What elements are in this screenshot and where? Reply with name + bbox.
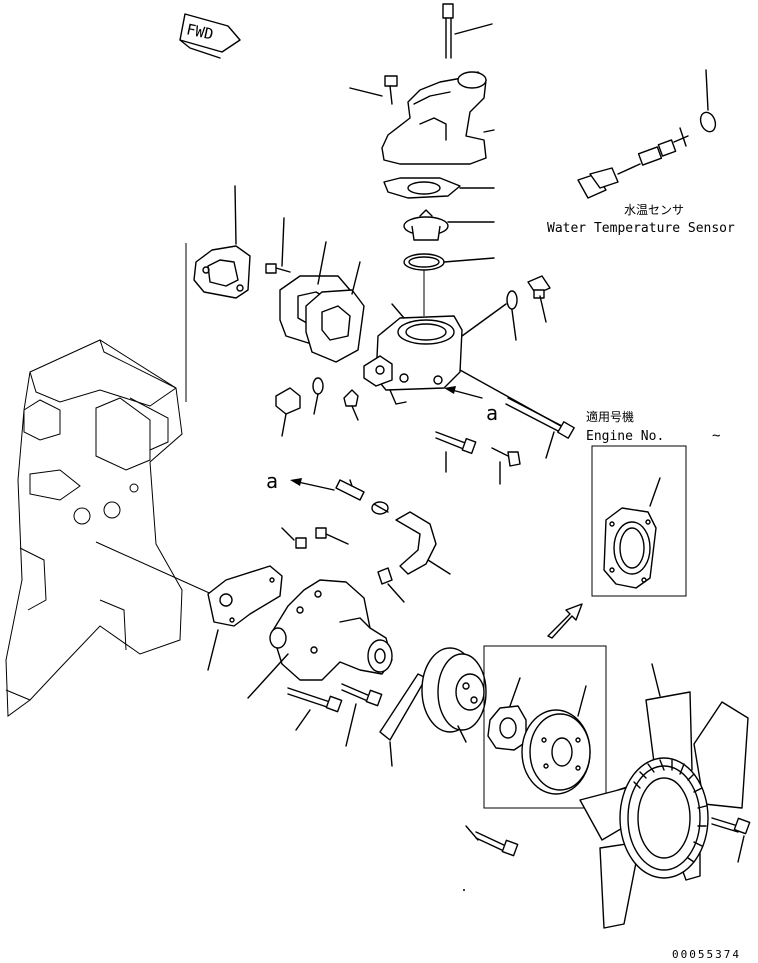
- top-bolt: [442, 3, 493, 59]
- pump-bolts: [287, 683, 383, 747]
- fan-bolt: [711, 817, 751, 863]
- outlet-gasket-left: [193, 185, 251, 299]
- fan-pulley-bolt: [463, 825, 519, 891]
- engine-no-range: ~: [712, 428, 720, 444]
- sensor-label-en: Water Temperature Sensor: [547, 221, 735, 236]
- engine-no-label-en: Engine No.: [586, 429, 664, 444]
- forward-arrow-icon: FWD: [179, 13, 241, 59]
- housing-long-bolt: [459, 369, 575, 459]
- pump-plugs: [281, 527, 349, 549]
- sensor-washer: [461, 290, 518, 341]
- hose-nipple: [343, 389, 359, 421]
- water-pump-gasket: [207, 565, 283, 671]
- water-temperature-sensor: 水温センサ Water Temperature Sensor: [547, 69, 735, 236]
- engine-block: [5, 243, 187, 717]
- plug-left: [275, 377, 324, 437]
- flange-bolt: [265, 217, 291, 274]
- reference-arrow-lower: a: [266, 469, 365, 501]
- thermostat-cover-elbow: [381, 71, 495, 165]
- water-pump: [247, 567, 405, 699]
- inset-pointer-arrow-icon: [547, 603, 583, 639]
- reference-mark-upper: a: [486, 401, 498, 425]
- reference-arrow-upper: a: [444, 386, 498, 425]
- water-outlet-gasket-pair: [279, 241, 365, 363]
- housing-bolts-lower: [435, 431, 521, 485]
- engine-no-label-jp: 適用号機: [586, 409, 634, 424]
- o-ring: [403, 253, 495, 316]
- bypass-hose: [395, 511, 451, 575]
- fan-pulley-group: [483, 645, 607, 809]
- elbow-bolt: [349, 75, 398, 105]
- reference-mark-lower: a: [266, 469, 278, 493]
- hose-clamp: [371, 501, 389, 515]
- leader-line-pump: [95, 541, 217, 597]
- thermostat: [403, 209, 495, 241]
- water-pump-pulley: [421, 647, 487, 743]
- thermostat-housing: [363, 303, 463, 405]
- thermostat-gasket: [383, 177, 495, 199]
- drain-plug-right: [527, 275, 551, 323]
- engine-no-inset: [591, 445, 687, 597]
- forward-label: FWD: [185, 20, 215, 43]
- sensor-label-jp: 水温センサ: [624, 203, 684, 217]
- cooling-fan: [579, 663, 749, 929]
- drawing-number: 00055374: [672, 948, 741, 961]
- v-belt: [379, 673, 427, 767]
